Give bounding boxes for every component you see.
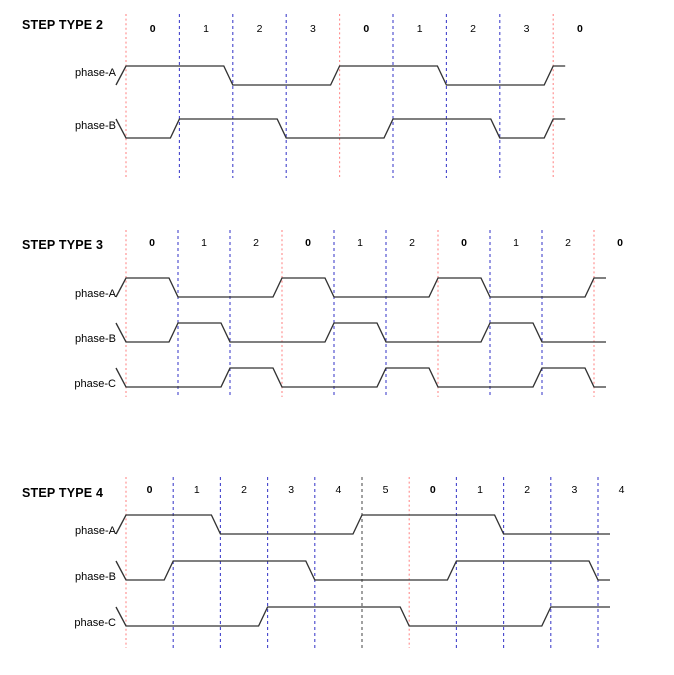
step-type-4-step-label-4: 4	[335, 484, 342, 496]
step-type-3-title: STEP TYPE 3	[22, 238, 104, 252]
step-type-4-step-label-7: 1	[477, 484, 483, 496]
step-type-2-step-label-8: 0	[576, 23, 583, 35]
step-type-2-phase-A-label: phase-A	[75, 67, 116, 79]
step-type-3-step-label-2: 2	[253, 237, 259, 249]
step-type-3-canvas	[0, 225, 674, 425]
step-type-4-step-label-3: 3	[288, 484, 295, 496]
step-type-3-waveforms	[115, 230, 606, 397]
step-type-4-step-label-0: 0	[146, 484, 153, 496]
step-type-3-phase-A-label: phase-A	[75, 288, 116, 300]
step-type-2-title: STEP TYPE 2	[22, 18, 104, 32]
step-type-4-step-label-8: 2	[524, 484, 531, 496]
step-type-3-phase-C-label: phase-C	[74, 378, 116, 390]
step-type-2-canvas	[0, 0, 674, 200]
step-type-2-step-label-4: 0	[363, 23, 370, 35]
step-type-4-phase-C-label: phase-C	[74, 617, 116, 629]
step-type-4-step-label-9: 3	[571, 484, 578, 496]
step-type-2-phase-B-trace	[115, 118, 566, 139]
diagram-step-type-4: STEP TYPE 4 0 1 2 3 4 5 0 1 2 3 4 phase-A phase-B pha…	[0, 470, 674, 670]
step-type-3-phase-B-label: phase-B	[75, 333, 116, 345]
step-type-4-waveforms	[115, 477, 610, 648]
step-type-4-phase-B-trace	[115, 560, 610, 581]
step-type-3-step-label-6: 0	[461, 237, 467, 249]
step-type-3-phase-C-trace	[115, 367, 606, 388]
step-type-2-step-label-3: 3	[309, 23, 316, 35]
step-type-3-step-label-3: 0	[305, 237, 311, 249]
step-type-3-step-label-1: 1	[201, 237, 207, 249]
step-type-4-step-label-1: 1	[193, 484, 200, 496]
step-type-4-phase-C-trace	[115, 606, 610, 627]
step-type-2-phase-B-label: phase-B	[75, 120, 116, 132]
step-type-2-step-label-5: 1	[416, 23, 423, 35]
step-type-4-step-label-5: 5	[382, 484, 389, 496]
step-type-2-step-label-1: 1	[203, 23, 210, 35]
step-type-4-phase-A-trace	[115, 514, 610, 535]
step-type-2-waveforms	[115, 14, 566, 178]
step-type-3-step-label-4: 1	[357, 237, 363, 249]
step-type-2-step-label-2: 2	[256, 23, 263, 35]
step-type-2-step-label-0: 0	[149, 23, 156, 35]
step-type-3-step-label-5: 2	[409, 237, 415, 249]
step-type-3-phase-A-trace	[115, 277, 606, 298]
step-type-4-step-label-6: 0	[429, 484, 436, 496]
step-type-3-step-label-8: 2	[565, 237, 571, 249]
step-type-3-step-label-9: 0	[617, 237, 623, 249]
step-type-2-phase-A-trace	[115, 65, 566, 86]
step-type-4-step-label-10: 4	[618, 484, 625, 496]
step-type-3-phase-B-trace	[115, 322, 606, 343]
diagram-step-type-2: STEP TYPE 2 0 1 2 3 0 1 2 3 0 phase-A phase-B	[0, 0, 674, 210]
step-type-4-title: STEP TYPE 4	[22, 486, 104, 500]
step-type-3-step-label-7: 1	[513, 237, 519, 249]
step-type-2-step-label-6: 2	[470, 23, 477, 35]
step-type-2-step-label-7: 3	[523, 23, 530, 35]
step-type-4-canvas	[0, 470, 674, 670]
diagram-step-type-3: STEP TYPE 3 0 1 2 0 1 2 0 1 2 0 phase-A phase-B phas…	[0, 225, 674, 425]
step-type-4-phase-A-label: phase-A	[75, 525, 116, 537]
step-type-4-phase-B-label: phase-B	[75, 571, 116, 583]
step-type-3-step-label-0: 0	[149, 237, 155, 249]
step-type-4-step-label-2: 2	[241, 484, 247, 496]
